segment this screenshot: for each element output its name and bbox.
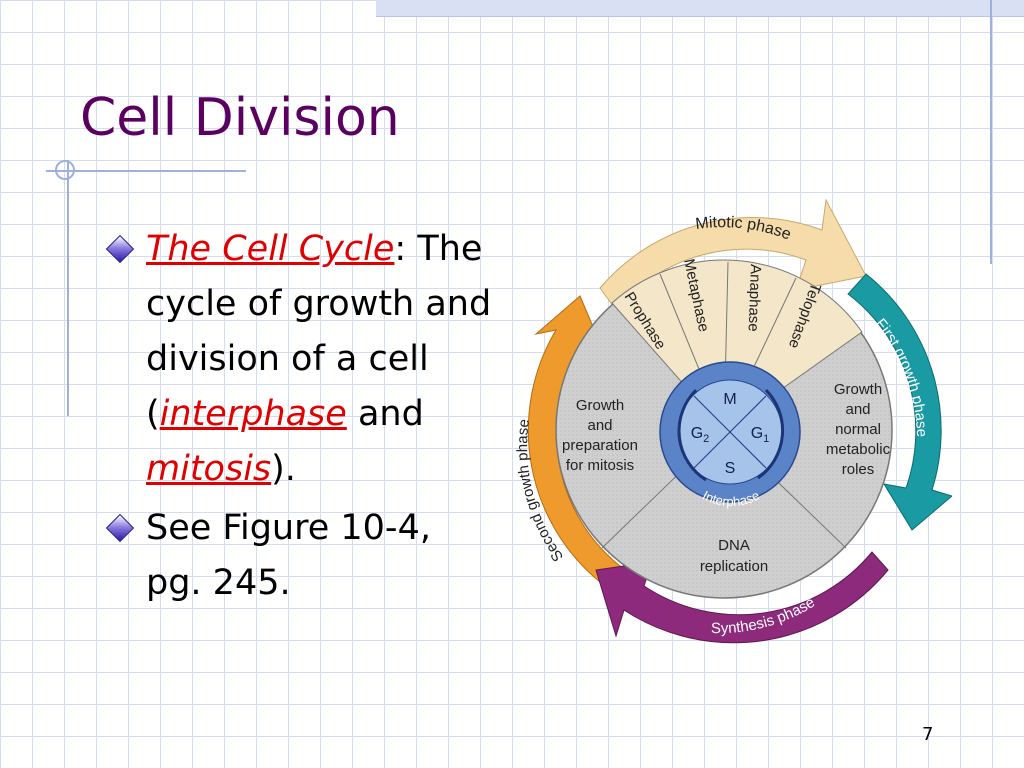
g2-text-line-4: for mitosis xyxy=(566,457,634,474)
figure-reference: See Figure 10-4, pg. 245. xyxy=(146,508,431,603)
mitosis-sector xyxy=(611,259,863,431)
term-cell-cycle: The Cell Cycle xyxy=(146,229,395,269)
definition-and: and xyxy=(346,394,424,434)
interphase-label: Interphase xyxy=(700,488,762,509)
diamond-bullet-icon xyxy=(105,513,135,543)
g1-text-line-5: roles xyxy=(842,461,875,478)
center-g1-label: G1 xyxy=(751,425,770,445)
center-g2-label: G2 xyxy=(691,425,710,445)
g1-text-line-1: Growth xyxy=(834,381,882,398)
synthesis-phase-arrow xyxy=(595,551,889,644)
g1-text-line-4: metabolic xyxy=(826,441,891,458)
second-growth-arrow xyxy=(527,295,621,583)
s-text-line-2: replication xyxy=(700,558,768,575)
g1-text-line-3: normal xyxy=(835,421,881,438)
center-s-label: S xyxy=(725,460,736,477)
definition-text: The cycle of growth and division of a ce… xyxy=(146,229,492,434)
decor-horizontal-line xyxy=(46,170,246,172)
decor-vertical-line-right xyxy=(990,0,992,264)
g2-text-line-1: Growth xyxy=(576,397,624,414)
cell-cycle-diagram: Prophase Metaphase Anaphase Telophase Gr… xyxy=(514,198,952,644)
s-text-line-1: DNA xyxy=(718,537,750,554)
center-m-label: M xyxy=(723,391,736,408)
bullet-list: The Cell Cycle: The cycle of growth and … xyxy=(104,222,494,615)
g2-text-line-3: preparation xyxy=(562,437,638,454)
bullet-figure-ref: See Figure 10-4, pg. 245. xyxy=(104,501,494,611)
term-interphase: interphase xyxy=(159,394,347,434)
g2-text-line-2: and xyxy=(587,417,612,434)
bullet-cell-cycle: The Cell Cycle: The cycle of growth and … xyxy=(104,222,494,497)
term-mitosis: mitosis xyxy=(146,449,272,489)
term-colon: : xyxy=(394,229,407,269)
decor-ring xyxy=(55,160,75,180)
g1-text-line-2: and xyxy=(845,401,870,418)
diamond-bullet-icon xyxy=(105,234,135,264)
slide-title: Cell Division xyxy=(80,88,400,148)
first-growth-arrow xyxy=(847,273,952,531)
definition-end: ). xyxy=(271,449,296,489)
decor-vertical-line-left xyxy=(67,160,69,416)
stage-anaphase: Anaphase xyxy=(745,264,764,332)
top-band xyxy=(376,0,1024,17)
page-number: 7 xyxy=(922,724,934,745)
